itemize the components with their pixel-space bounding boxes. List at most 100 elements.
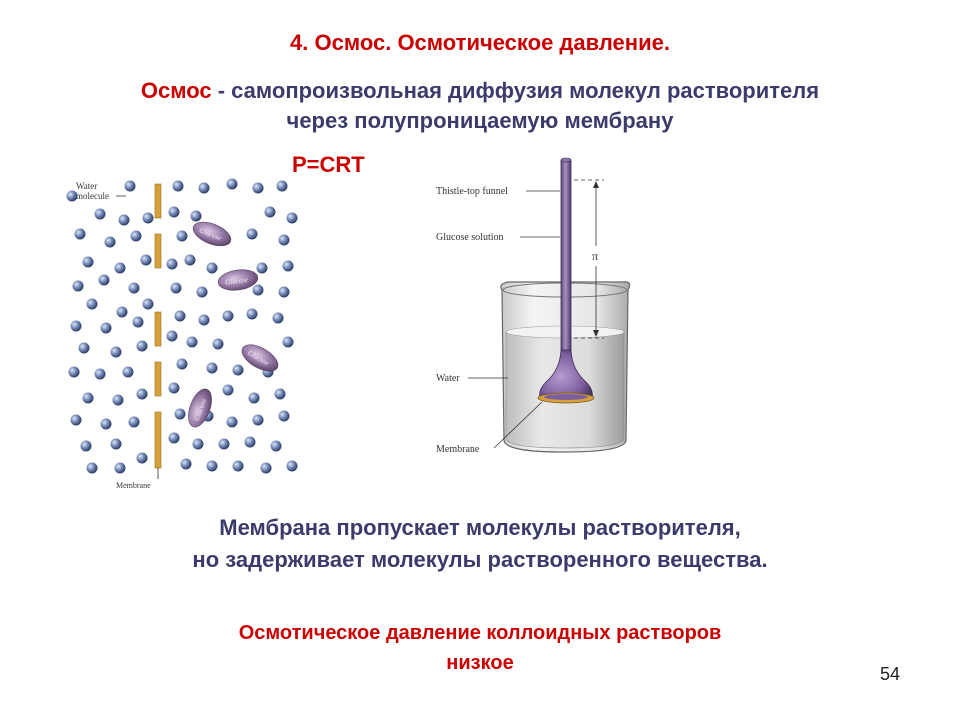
- water-molecule: [174, 310, 186, 322]
- water-molecule: [132, 316, 144, 328]
- water-molecule: [244, 436, 256, 448]
- svg-text:Glucose: Glucose: [225, 276, 249, 287]
- water-molecule: [286, 212, 298, 224]
- water-molecule: [176, 358, 188, 370]
- osmosis-definition: Осмос - самопроизвольная диффузия молеку…: [40, 76, 920, 136]
- water-molecule: [66, 190, 78, 202]
- apparatus-labels: Thistle-top funnel Glucose solution Wate…: [436, 186, 560, 455]
- water-molecule: [260, 462, 272, 474]
- water-molecule: [282, 260, 294, 272]
- water-molecule: [118, 214, 130, 226]
- water-molecule: [264, 206, 276, 218]
- water-molecule: [180, 458, 192, 470]
- colloid-note-line2: низкое: [446, 652, 514, 674]
- water-molecule: [190, 210, 202, 222]
- water-molecule: [206, 460, 218, 472]
- water-molecule: [142, 212, 154, 224]
- water-molecule: [70, 414, 82, 426]
- water-molecule: [136, 388, 148, 400]
- water-molecule: [136, 340, 148, 352]
- water-molecule: [192, 438, 204, 450]
- membrane-segment: [154, 311, 162, 347]
- water-molecule: [136, 452, 148, 464]
- pressure-height-marker: π: [574, 179, 604, 339]
- water-molecule: [226, 178, 238, 190]
- water-molecule: [206, 262, 218, 274]
- water-molecule: [184, 254, 196, 266]
- glucose-molecule: Glucose: [241, 344, 279, 372]
- water-molecule: [278, 410, 290, 422]
- water-molecule: [276, 180, 288, 192]
- water-molecule: [80, 440, 92, 452]
- label-glucose-solution: Glucose solution: [436, 232, 504, 243]
- membrane-segment: [154, 183, 162, 219]
- glucose-molecule: Glucose: [217, 269, 259, 291]
- slide-title: 4. Осмос. Осмотическое давление.: [290, 30, 670, 55]
- water-molecule: [94, 208, 106, 220]
- membrane-segment: [154, 233, 162, 269]
- water-molecule: [72, 280, 84, 292]
- water-molecule: [222, 310, 234, 322]
- water-molecule: [218, 438, 230, 450]
- water-molecule-label: Water molecule: [76, 181, 126, 201]
- water-molecule: [86, 462, 98, 474]
- water-molecule: [94, 368, 106, 380]
- definition-text-line1: - самопроизвольная диффузия молекул раст…: [211, 78, 820, 103]
- water-molecule: [110, 438, 122, 450]
- colloid-pressure-note: Осмотическое давление коллоидных раствор…: [150, 618, 810, 678]
- water-molecule: [226, 416, 238, 428]
- water-molecule: [128, 282, 140, 294]
- water-molecule: [232, 460, 244, 472]
- osmosis-membrane-diagram: Water molecule GlucoseGlucoseGlucoseGluc…: [66, 178, 298, 490]
- membrane-note-line2: но задерживает молекулы растворенного ве…: [192, 547, 768, 572]
- water-molecule: [114, 262, 126, 274]
- water-molecule: [174, 408, 186, 420]
- label-funnel: Thistle-top funnel: [436, 186, 508, 197]
- definition-term: Осмос: [140, 78, 212, 103]
- water-molecule: [78, 342, 90, 354]
- definition-text-line2: через полупроницаемую мембрану: [286, 108, 674, 133]
- svg-text:Membrane: Membrane: [116, 481, 151, 490]
- water-molecule: [198, 182, 210, 194]
- water-molecule: [100, 322, 112, 334]
- membrane-note-line1: Мембрана пропускает молекулы растворител…: [219, 515, 741, 540]
- colloid-note-line1: Осмотическое давление коллоидных раствор…: [238, 622, 722, 644]
- water-molecule: [282, 336, 294, 348]
- water-molecule: [68, 366, 80, 378]
- slide-number: 54: [880, 664, 901, 684]
- water-molecule: [82, 392, 94, 404]
- water-molecule: [232, 364, 244, 376]
- water-molecule: [166, 330, 178, 342]
- water-molecule: [286, 460, 298, 472]
- water-molecule: [206, 362, 218, 374]
- membrane-segment: [154, 411, 162, 469]
- water-molecule: [272, 312, 284, 324]
- water-molecule: [278, 286, 290, 298]
- water-molecule: [116, 306, 128, 318]
- water-molecule: [70, 320, 82, 332]
- water-molecule: [270, 440, 282, 452]
- osmotic-pressure-formula: P=CRT: [292, 152, 365, 177]
- water-molecule: [222, 384, 234, 396]
- membrane-note: Мембрана пропускает молекулы растворител…: [60, 512, 900, 576]
- water-molecule: [186, 336, 198, 348]
- water-molecule: [140, 254, 152, 266]
- thistle-funnel: [537, 157, 595, 404]
- water-molecule: [176, 230, 188, 242]
- water-molecule: [130, 230, 142, 242]
- water-molecule: [170, 282, 182, 294]
- water-molecule: [246, 308, 258, 320]
- water-molecule: [278, 234, 290, 246]
- label-membrane: Membrane: [436, 444, 480, 455]
- water-molecule: [104, 236, 116, 248]
- water-molecule: [124, 180, 136, 192]
- glucose-molecule: Glucose: [188, 388, 212, 428]
- water-molecule: [172, 180, 184, 192]
- svg-text:molecule: molecule: [76, 191, 109, 201]
- water-molecule: [252, 182, 264, 194]
- water-molecule: [198, 314, 210, 326]
- svg-text:Water: Water: [76, 181, 97, 191]
- water-molecule: [98, 274, 110, 286]
- water-molecule: [100, 418, 112, 430]
